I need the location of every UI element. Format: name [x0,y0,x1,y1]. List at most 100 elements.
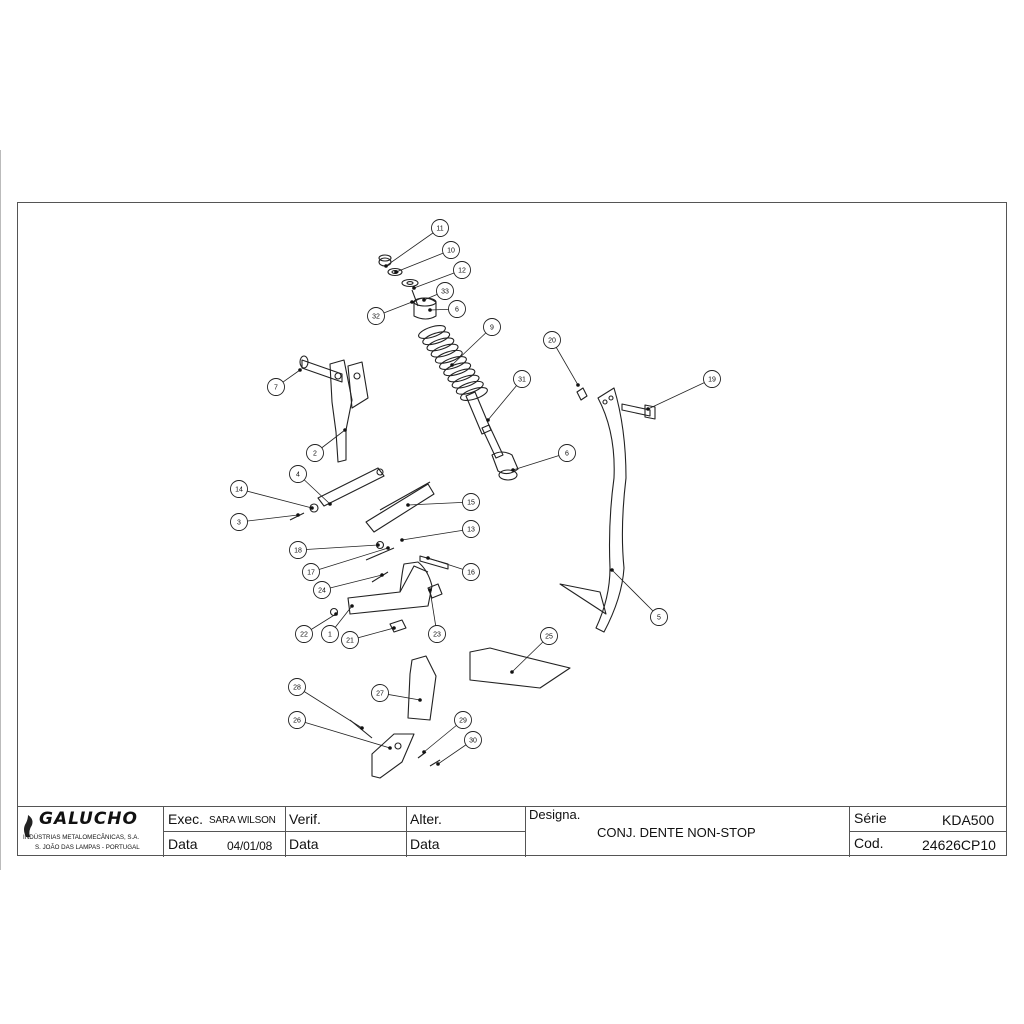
callout-16: 16 [426,556,480,581]
callout-7: 7 [267,368,302,396]
part-point-25 [469,647,571,689]
callout-label: 18 [294,548,302,555]
part-bracket-1 [347,561,433,615]
part-link-3 [365,481,435,533]
callout-label: 9 [490,325,494,332]
callout-12: 12 [412,261,471,290]
callout-label: 16 [467,570,475,577]
title-block: GALUCHO INDÚSTRIAS METALOMECÂNICAS, S.A.… [17,806,1007,857]
callout-10: 10 [394,241,460,274]
galucho-bird-icon [24,815,33,837]
part-pin-32 [411,289,419,307]
callout-label: 5 [657,615,661,622]
callout-18: 18 [289,541,380,559]
part-clip-20 [576,387,588,401]
part-nut-14 [309,503,319,513]
exec-value: SARA WILSON [209,815,276,826]
callout-label: 4 [296,472,300,479]
callout-label: 10 [447,248,455,255]
part-pin-7 [299,355,343,383]
callout-6: 6 [511,444,576,472]
callout-27: 27 [371,684,422,702]
callout-2: 2 [306,428,347,462]
callout-21: 21 [341,626,396,649]
callout-label: 31 [518,377,526,384]
callout-label: 28 [293,685,301,692]
verif-date-label: Data [289,836,319,852]
exec-date-label: Data [168,836,198,852]
part-bracket-2 [329,359,369,463]
part-link-4 [317,467,385,507]
callout-25: 25 [510,627,558,674]
callout-label: 7 [274,385,278,392]
callout-label: 14 [235,487,243,494]
callout-label: 11 [436,226,443,233]
callout-label: 21 [346,638,354,645]
callout-28: 28 [288,678,364,730]
callout-label: 32 [372,314,380,321]
part-pin-17 [365,547,395,561]
callout-label: 25 [545,634,553,641]
callout-1: 1 [321,604,354,643]
callout-11: 11 [384,219,449,268]
part-guard-27 [407,655,437,721]
alter-date-label: Data [410,836,440,852]
callout-label: 22 [300,632,308,639]
callout-23: 23 [428,588,446,643]
callout-6: 6 [428,300,466,318]
callout-22: 22 [295,612,338,643]
callout-label: 20 [548,338,556,345]
callout-label: 17 [307,570,315,577]
page-edge-mark [0,150,1,870]
callout-label: 26 [293,718,301,725]
callout-14: 14 [230,480,314,510]
company-name: GALUCHO [39,809,138,829]
part-bolt-19 [621,403,656,420]
callout-label: 15 [467,500,475,507]
callout-label: 30 [469,738,477,745]
exec-date-value: 04/01/08 [227,839,273,853]
part-washer-12 [401,278,419,288]
callout-label: 13 [467,527,475,534]
part-cap-33 [413,297,437,320]
callout-30: 30 [436,731,482,766]
part-tine-5 [559,387,627,633]
callout-31: 31 [486,370,531,422]
callout-label: 19 [708,377,716,384]
callout-29: 29 [422,711,472,754]
callout-17: 17 [302,546,390,581]
serie-label: Série [854,810,887,826]
part-spring-9 [418,325,488,401]
callout-label: 6 [455,307,459,314]
callout-3: 3 [230,513,300,531]
designa-label: Designa. [529,807,581,822]
part-plate-21 [389,619,407,633]
cod-value: 24626CP10 [922,837,996,853]
callout-19: 19 [646,370,721,411]
callout-4: 4 [289,465,332,506]
company-line-1: INDÚSTRIAS METALOMECÂNICAS, S.A. [23,834,140,841]
part-plate-26 [371,733,415,779]
part-nut-11 [378,254,392,267]
callout-13: 13 [400,520,480,542]
company-logo: GALUCHO INDÚSTRIAS METALOMECÂNICAS, S.A.… [17,807,163,857]
designa-value: CONJ. DENTE NON-STOP [597,825,756,840]
part-screw-24 [371,571,389,583]
callout-label: 29 [459,718,467,725]
alter-label: Alter. [410,811,442,827]
callout-label: 23 [433,632,441,639]
serie-value: KDA500 [942,812,995,828]
callout-label: 12 [458,268,466,275]
exec-label: Exec. [168,811,204,827]
part-bolt-16 [419,555,449,570]
part-rod-31 [465,391,504,459]
callout-9: 9 [450,318,501,367]
callout-32: 32 [367,300,414,325]
callout-label: 1 [328,632,332,639]
callout-26: 26 [288,711,392,750]
callout-label: 3 [237,520,241,527]
drawing-frame [17,202,1007,856]
part-screw-30 [429,759,441,767]
callout-15: 15 [406,493,480,511]
callout-label: 33 [441,289,449,296]
